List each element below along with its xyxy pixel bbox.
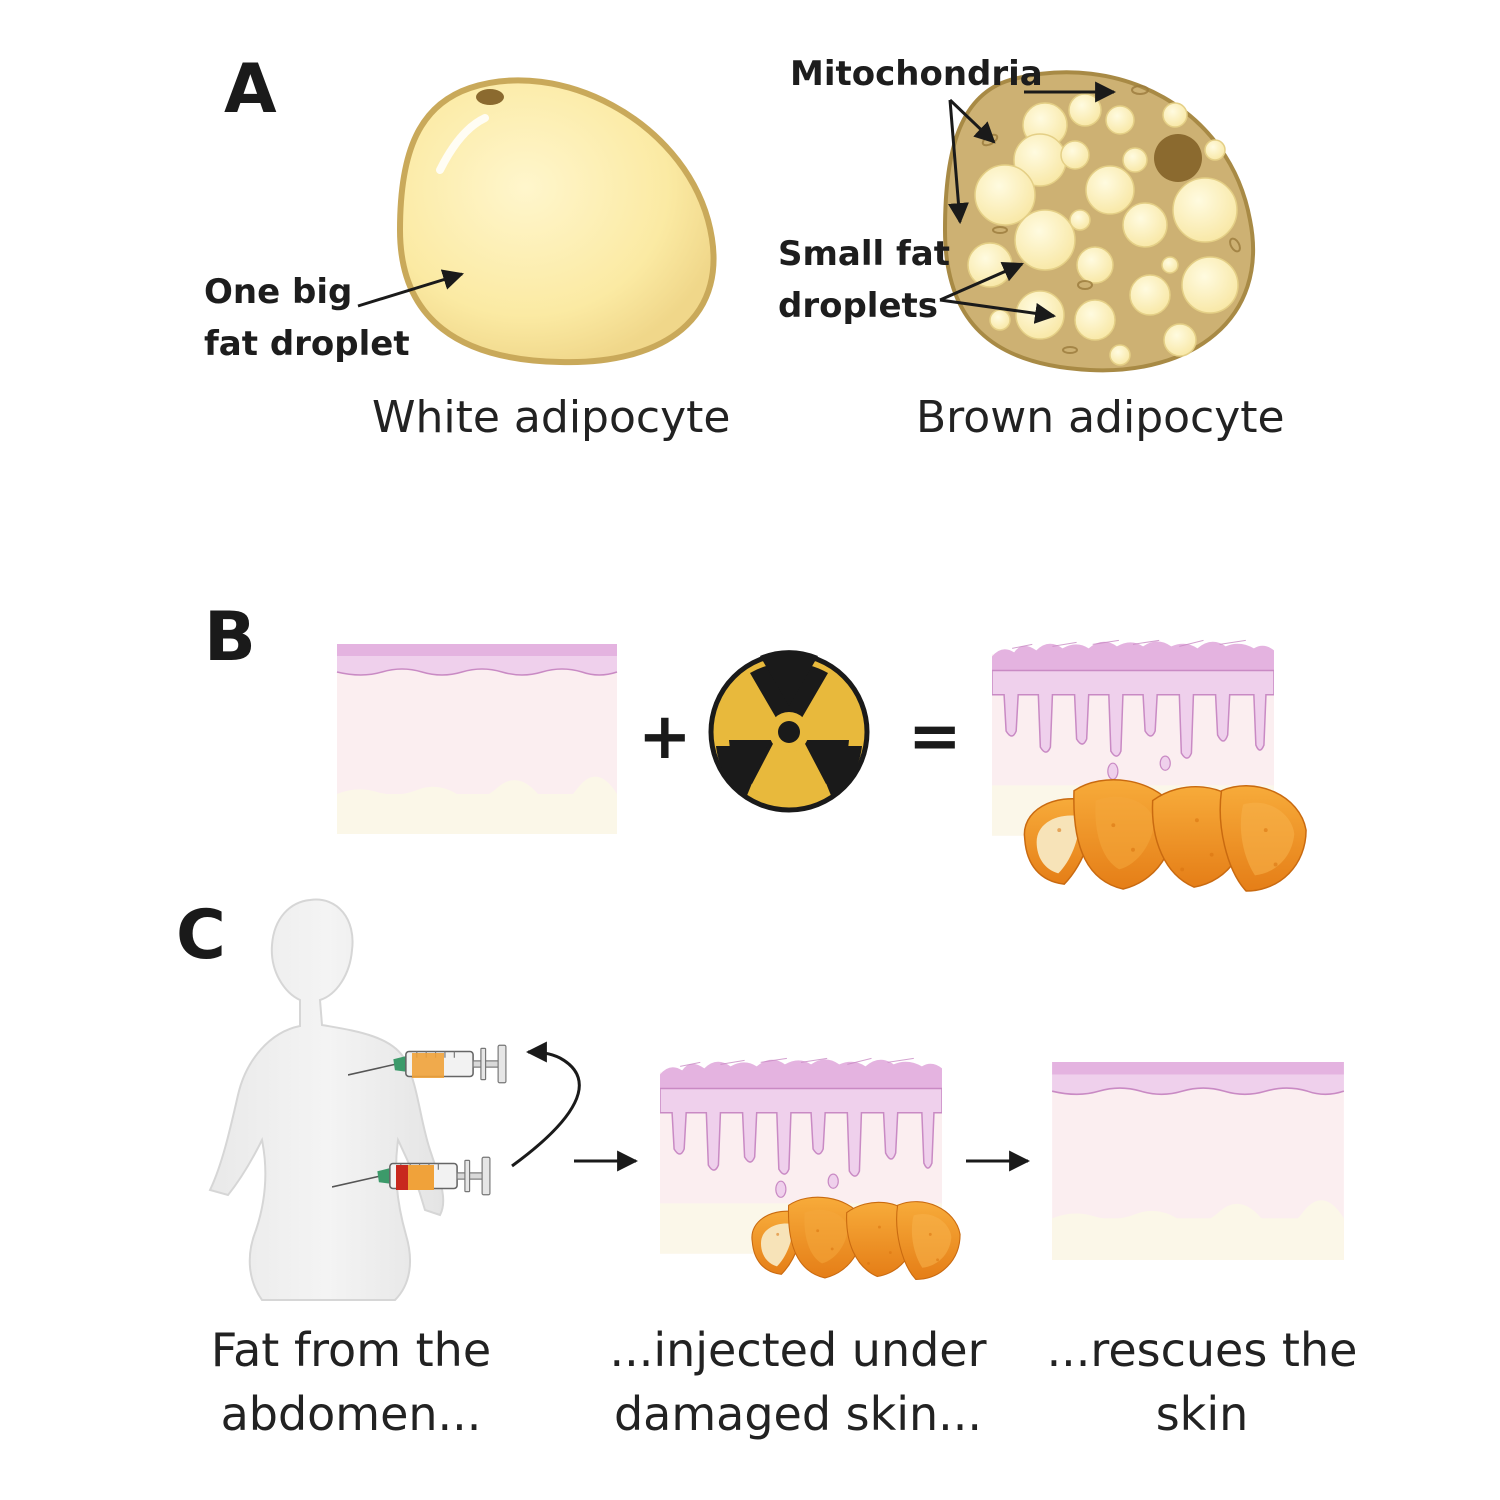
damaged-skin-with-peel-c — [660, 1057, 961, 1280]
nucleus-icon — [476, 89, 504, 105]
equals-sign: = — [908, 700, 962, 774]
brown-adipocyte-label: Brown adipocyte — [916, 392, 1285, 443]
panel-c — [208, 898, 1345, 1301]
healthy-skin-icon — [1051, 1062, 1345, 1260]
mitochondria-label: Mitochondria — [790, 54, 1043, 94]
damaged-skin-with-peel — [992, 639, 1307, 892]
panel-letter-a: A — [224, 50, 277, 129]
panel-a — [357, 70, 1256, 373]
healthy-skin-icon — [336, 644, 618, 834]
nucleus-icon — [1154, 134, 1202, 182]
panel-letter-c: C — [176, 896, 226, 975]
annotation-arrows-a — [357, 81, 1117, 324]
white-adipocyte-label: White adipocyte — [372, 392, 731, 443]
step1-caption: Fat from the abdomen... — [210, 1323, 492, 1441]
small-fat-droplets-label: Small fat droplets — [778, 234, 950, 326]
syringe-fill-fat — [412, 1053, 444, 1078]
radiation-icon — [708, 650, 870, 813]
body-silhouette-icon — [208, 898, 445, 1301]
brown-adipocyte-illustration — [942, 70, 1256, 373]
panel-b — [336, 639, 1307, 892]
one-big-fat-droplet-label: One big fat droplet — [204, 272, 410, 364]
syringe-fill-blood — [396, 1165, 434, 1190]
plus-sign: + — [638, 700, 692, 774]
arrow-icon — [511, 1041, 581, 1168]
white-adipocyte-illustration — [396, 77, 717, 366]
step2-caption: ...injected under damaged skin... — [609, 1323, 987, 1441]
panel-letter-b: B — [204, 598, 256, 677]
step3-caption: ...rescues the skin — [1046, 1323, 1358, 1441]
